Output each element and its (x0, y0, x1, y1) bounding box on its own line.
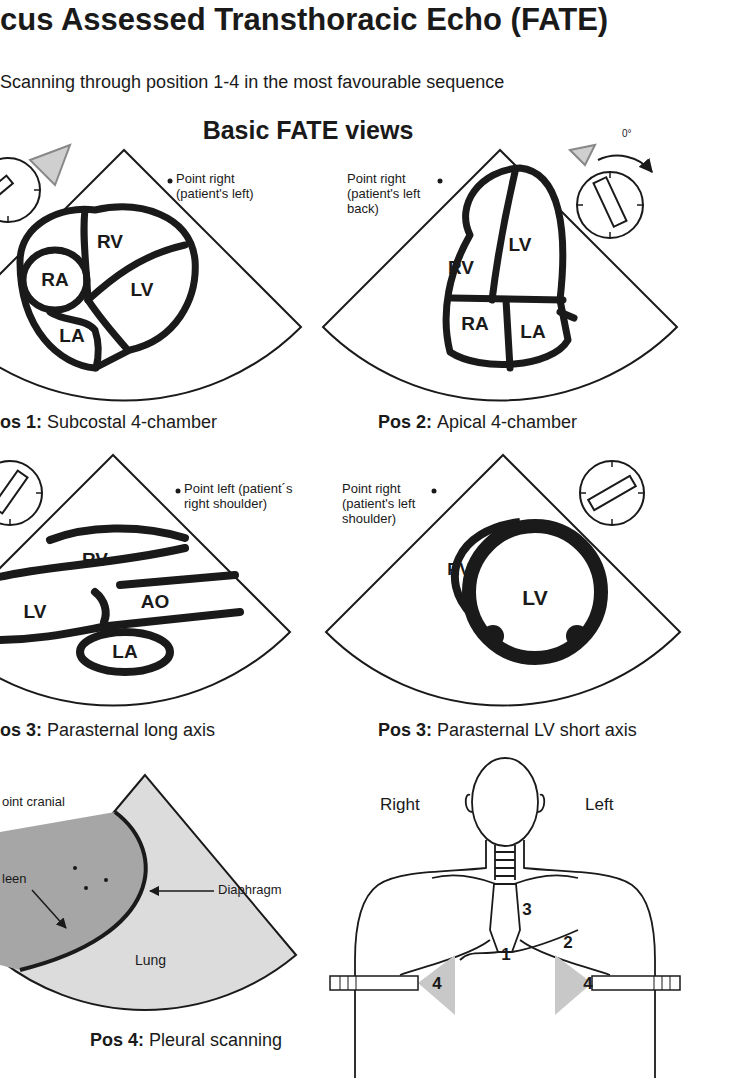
organ-label: leen (2, 872, 27, 887)
echo-sector (326, 455, 680, 705)
organ-label: Diaphragm (218, 883, 282, 898)
orientation-note: Point left (patient´s right shoulder) (184, 482, 304, 512)
orientation-note: Point right (patient's left back) (347, 172, 439, 217)
chamber-label: LA (520, 321, 545, 343)
chamber-label: LV (509, 234, 532, 256)
heart-short-axis (455, 522, 601, 658)
subtitle: Scanning through position 1-4 in the mos… (0, 72, 504, 93)
heart-subcostal (20, 207, 195, 368)
view-number: Pos 2: (378, 412, 432, 433)
angle-label: 0° (622, 128, 632, 140)
chamber-label: RV (447, 560, 470, 580)
view-caption: Parasternal LV short axis (437, 720, 637, 741)
orientation-note: Point right (patient's left) (176, 172, 286, 202)
chamber-label: LA (59, 325, 84, 347)
chamber-label: RV (448, 257, 474, 279)
view-caption: Subcostal 4-chamber (47, 412, 217, 433)
orientation-note: Point right (patient's left shoulder) (342, 482, 432, 527)
chamber-label: RV (97, 231, 123, 253)
view-caption: Pleural scanning (149, 1030, 282, 1051)
spleen-diaphragm (0, 812, 214, 970)
view-number: os 3: (0, 720, 42, 741)
compass-ticks (8, 172, 644, 525)
chamber-label: RV (82, 549, 108, 571)
side-label: Right (380, 795, 420, 815)
view-caption: Parasternal long axis (47, 720, 215, 741)
chamber-label: LV (522, 586, 547, 610)
position-number: 4 (432, 974, 441, 994)
echo-sector (0, 150, 301, 400)
heart-long-axis (0, 528, 240, 672)
chamber-label: AO (141, 591, 170, 613)
heart-apical (446, 168, 574, 368)
chamber-label: LV (131, 279, 154, 301)
probe-icon (0, 145, 652, 525)
position-number: 4 (583, 974, 592, 994)
view-number: os 1: (0, 412, 42, 433)
chamber-label: RA (41, 269, 68, 291)
pleural-sector (0, 775, 296, 1010)
view-number: Pos 3: (378, 720, 432, 741)
position-number: 2 (563, 933, 572, 953)
torso-figure (355, 758, 655, 1078)
view-caption: Apical 4-chamber (437, 412, 577, 433)
chamber-label: RA (461, 313, 488, 335)
section-heading: Basic FATE views (203, 116, 414, 145)
page-title: cus Assessed Transthoracic Echo (FATE) (0, 2, 608, 38)
chamber-label: LV (24, 601, 47, 623)
echo-sector (323, 150, 677, 400)
side-label: Left (585, 795, 613, 815)
position-number: 3 (522, 900, 531, 920)
position-number: 1 (501, 945, 510, 965)
view-number: Pos 4: (90, 1030, 144, 1051)
chamber-label: LA (112, 641, 137, 663)
orientation-note: oint cranial (2, 795, 65, 810)
organ-label: Lung (135, 952, 166, 968)
